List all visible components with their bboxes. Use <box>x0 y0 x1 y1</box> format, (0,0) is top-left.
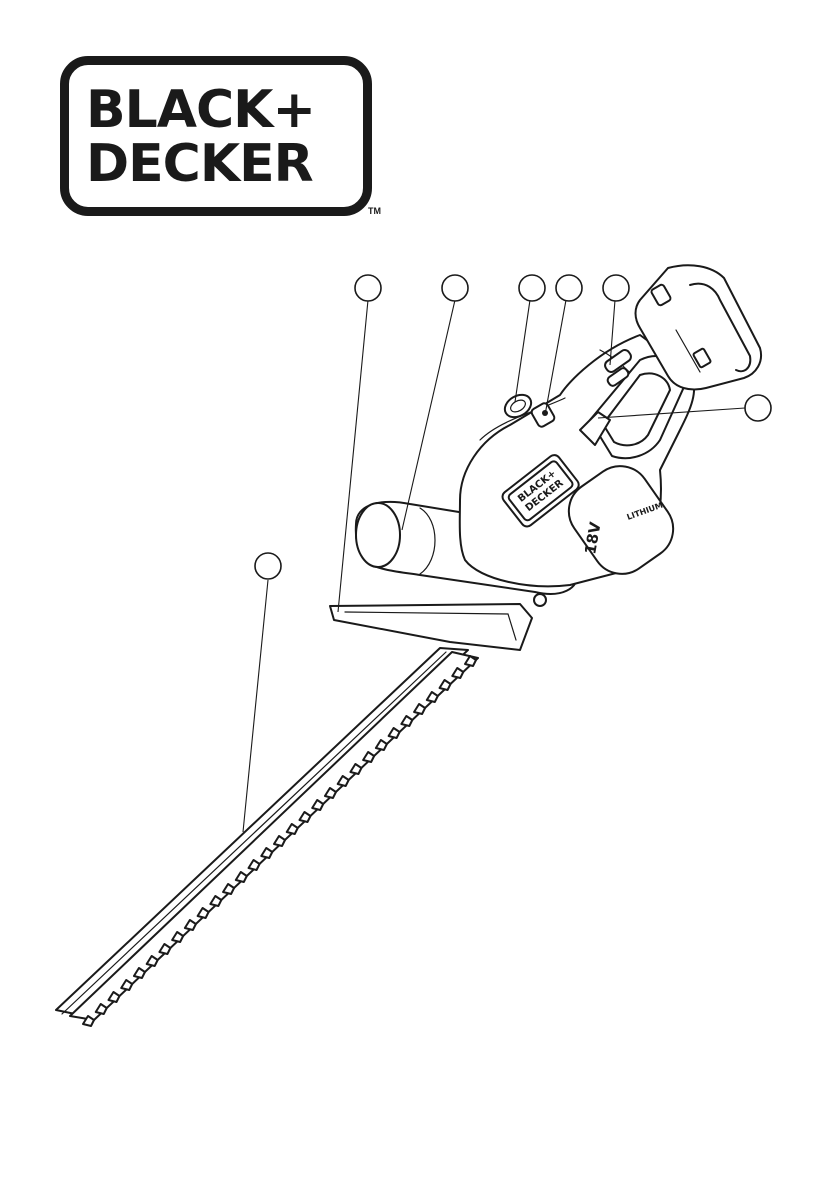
cutting-blade <box>56 648 478 1026</box>
callout-2 <box>402 275 468 530</box>
blade-guard <box>330 594 546 650</box>
callout-3 <box>515 275 545 402</box>
callout-7 <box>243 553 281 832</box>
